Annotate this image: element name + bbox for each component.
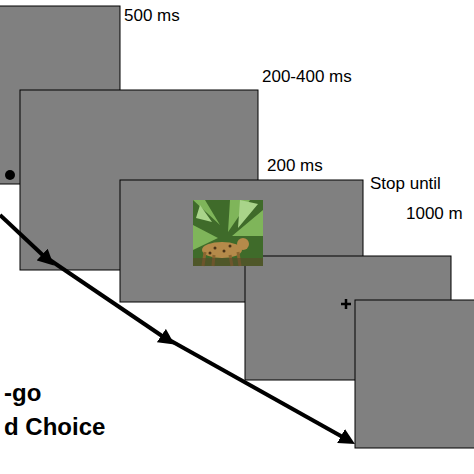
screen bbox=[355, 300, 474, 448]
fixation-dot bbox=[5, 170, 15, 180]
timing-label: 500 ms bbox=[124, 7, 180, 26]
timing-label: 200-400 ms bbox=[262, 68, 352, 87]
time-arrow bbox=[0, 215, 348, 440]
fixation-cross bbox=[341, 299, 351, 309]
scene-image bbox=[193, 200, 263, 266]
timing-label: Stop until bbox=[370, 175, 441, 194]
task-label: d Choice bbox=[4, 414, 105, 440]
task-label: -go bbox=[4, 380, 41, 406]
timing-label: 200 ms bbox=[267, 157, 323, 176]
timing-label: 1000 m bbox=[406, 205, 463, 224]
